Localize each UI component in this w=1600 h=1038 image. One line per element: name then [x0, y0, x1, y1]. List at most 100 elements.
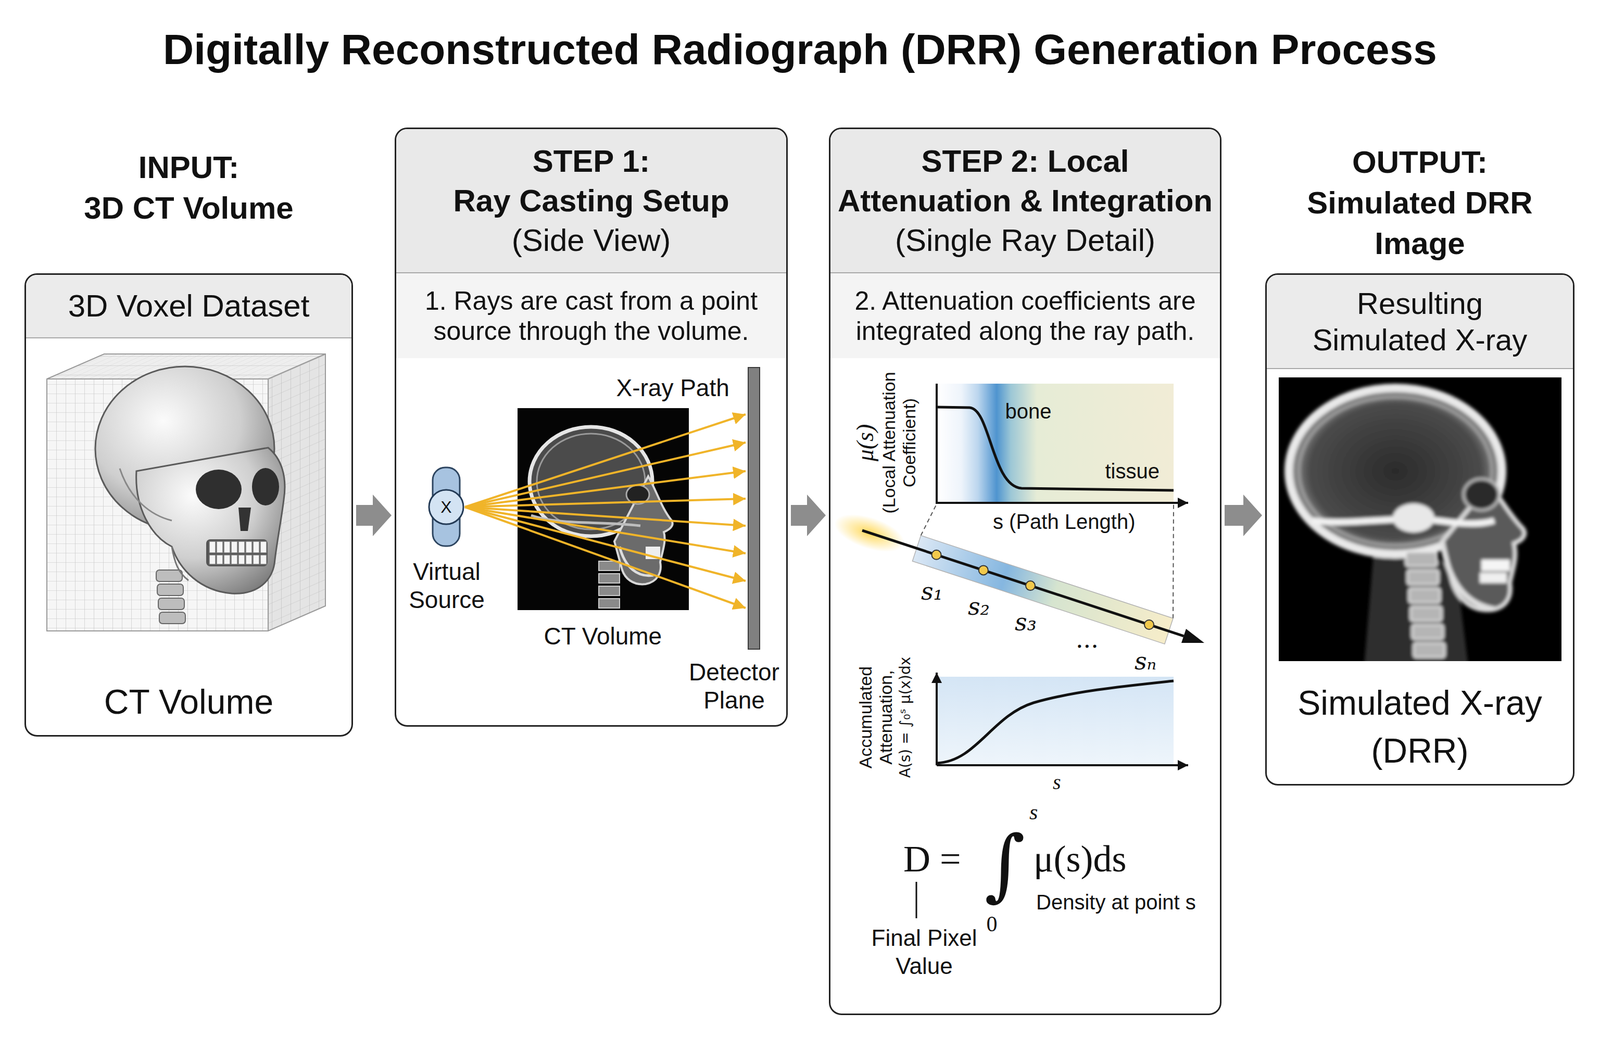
xray-vertebra	[1408, 588, 1441, 603]
ray	[464, 414, 746, 508]
panel-caption: CT Volume	[104, 681, 274, 723]
ray	[464, 507, 746, 582]
panel-heading: INPUT:	[138, 147, 239, 188]
ray	[464, 442, 746, 508]
illustration-label: Virtual Source	[401, 557, 493, 614]
xray-teeth	[1479, 572, 1507, 584]
zoom-guide	[921, 504, 937, 536]
equation-note: Final Pixel Value	[855, 924, 993, 981]
panel-heading: 3D CT Volume	[83, 187, 294, 229]
panel-subheading: (Single Ray Detail)	[895, 220, 1156, 261]
teeth	[209, 541, 267, 565]
y-axis	[935, 672, 938, 766]
sample-point-label: ...	[1075, 625, 1099, 654]
text-band: Simulated X-ray (DRR)	[1266, 674, 1573, 779]
band-title: 3D Voxel Dataset	[68, 287, 310, 325]
ray	[464, 471, 746, 508]
nasal-cavity	[238, 507, 251, 532]
xray-vertebra	[1412, 624, 1444, 640]
text-band: X	[427, 488, 465, 526]
step-description: 1. Rays are cast from a point source thr…	[402, 285, 780, 347]
panel-heading: Ray Casting Setup	[452, 181, 729, 221]
xray-vertebra	[1405, 551, 1438, 567]
xray-vertebra	[1410, 606, 1442, 622]
attenuation-curve	[936, 407, 1174, 491]
source-circle	[429, 489, 464, 525]
input-panel: INPUT:3D CT Volume3D Voxel DatasetCT Vol…	[24, 273, 354, 737]
panel-subheading: (Side View)	[511, 220, 672, 261]
plot-axes	[936, 383, 1189, 503]
x-axis	[936, 764, 1189, 767]
sample-points	[931, 550, 1155, 630]
axis-label: Accumulated Attenuation,	[855, 652, 897, 783]
sample-point	[1025, 581, 1036, 591]
curve-label: tissue	[1105, 459, 1161, 484]
zoom-guide	[1173, 504, 1174, 619]
xray-vertebra	[1413, 643, 1445, 658]
text-band: 2. Attenuation coefficients are integrat…	[830, 273, 1220, 359]
ct-face	[614, 476, 673, 585]
illustration-label: Detector Plane	[683, 658, 786, 715]
single-ray	[862, 530, 1184, 637]
vertebra	[156, 570, 183, 582]
integral-limit: 0	[986, 911, 998, 937]
virtual-source-symbol: X	[427, 488, 465, 526]
leader-line	[915, 882, 918, 919]
illustration-label: CT Volume	[544, 622, 663, 651]
panel-heading: OUTPUT:	[1352, 142, 1488, 183]
ct-slice-image	[517, 408, 689, 611]
ray	[464, 498, 746, 508]
face-bones	[136, 447, 285, 594]
integral-limit: s	[1029, 799, 1038, 825]
sample-point-label: s₂	[967, 593, 990, 621]
axis-label: (Local Attenuation Coefficient)	[878, 364, 920, 521]
text-band: CT Volume	[26, 670, 352, 734]
step-description: 2. Attenuation coefficients are integrat…	[836, 285, 1215, 347]
flow-arrow	[1224, 494, 1263, 537]
text-band: STEP 1:Ray Casting Setup(Side View)	[396, 129, 787, 274]
sample-point-label: s₁	[921, 577, 943, 606]
rotated-axis-label: Accumulated Attenuation,A(s) = ∫₀ˢ μ(x)d…	[855, 652, 915, 783]
eye-socket	[195, 469, 242, 510]
x-ray-paths	[464, 414, 746, 609]
text-band: INPUT:3D CT Volume	[26, 141, 352, 235]
panel-heading: STEP 2: Local Attenuation & Integration	[835, 141, 1215, 221]
accumulation-plot-fill	[937, 676, 1174, 765]
axis-formula: A(s) = ∫₀ˢ μ(x)dx	[896, 652, 915, 783]
xray-petrous	[1392, 503, 1435, 533]
integral-sign: ∫	[984, 825, 1026, 904]
attenuation-plot-fill	[937, 383, 1174, 503]
output-panel: OUTPUT:Simulated DRR ImageResulting Simu…	[1265, 273, 1575, 786]
ct-image-ground	[517, 408, 689, 611]
ct-vertebra	[598, 573, 620, 584]
voxel-cube	[46, 354, 326, 632]
equation-note: Density at point s	[1036, 890, 1196, 915]
xray-orbit	[1463, 479, 1499, 511]
equation-term: μ(s)ds	[1033, 837, 1127, 881]
sample-point-label: s₃	[1014, 608, 1037, 637]
vertebra	[158, 598, 185, 610]
text-band: OUTPUT:Simulated DRR Image	[1266, 142, 1573, 264]
vertebra	[157, 584, 184, 596]
text-band: STEP 2: Local Attenuation & Integration(…	[830, 129, 1220, 274]
xray-vertebra	[1407, 570, 1439, 585]
simulated-xray-image	[1278, 377, 1562, 667]
skull-3d	[95, 366, 285, 624]
panel-heading: STEP 1:	[532, 141, 651, 182]
sample-point	[931, 550, 942, 560]
ct-vertebra	[598, 586, 620, 596]
panel-caption: Simulated X-ray (DRR)	[1274, 678, 1567, 775]
sample-point	[978, 565, 989, 575]
accumulation-curve	[936, 681, 1174, 764]
vertebra	[159, 612, 186, 624]
text-band: Resulting Simulated X-ray	[1266, 274, 1573, 370]
ct-vertebra	[598, 598, 620, 609]
mandible-line	[171, 546, 189, 581]
flow-arrow	[790, 494, 826, 537]
sample-point-label: sₙ	[1134, 647, 1157, 676]
cube-outline	[46, 354, 326, 632]
detector-plane	[748, 367, 760, 650]
xray-ground	[1278, 377, 1562, 662]
axis-label: s (Path Length)	[992, 509, 1136, 534]
